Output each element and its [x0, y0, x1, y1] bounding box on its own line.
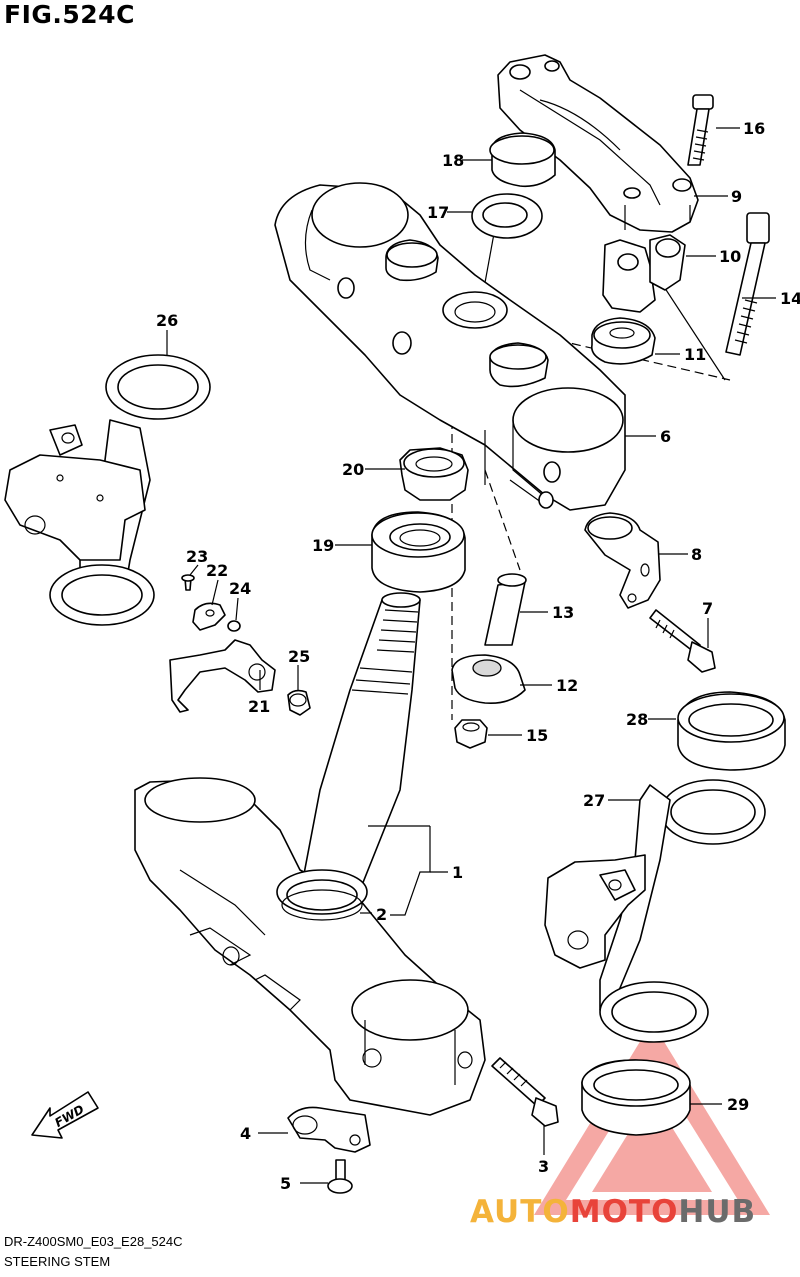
callout-10: 10 — [719, 247, 741, 266]
part-18-cap — [489, 132, 556, 188]
part-22-plate — [192, 602, 226, 631]
part-29-seal — [581, 1059, 691, 1136]
callout-3: 3 — [538, 1157, 549, 1176]
callout-12: 12 — [556, 676, 578, 695]
part-24-nut — [227, 620, 241, 632]
figure-title: FIG.524C — [4, 0, 135, 29]
part-28-seal — [677, 691, 786, 771]
part-26-bracket-left — [4, 354, 211, 626]
watermark-text: AUTOMOTOHUB — [470, 1194, 756, 1230]
callout-4: 4 — [240, 1124, 251, 1143]
callout-16: 16 — [743, 119, 765, 138]
callout-22: 22 — [206, 561, 228, 580]
callout-8: 8 — [691, 545, 702, 564]
callout-13: 13 — [552, 603, 574, 622]
callout-15: 15 — [526, 726, 548, 745]
callout-9: 9 — [731, 187, 742, 206]
part-7-bolt — [649, 609, 716, 673]
part-8-cable-guide — [584, 512, 661, 609]
callout-21: 21 — [248, 697, 270, 716]
part-20-lock-nut — [399, 447, 469, 501]
callout-26: 26 — [156, 311, 178, 330]
part-1-steering-stem — [134, 592, 486, 1116]
part-3-bolt — [491, 1057, 559, 1127]
fwd-arrow: FWD — [31, 1091, 99, 1139]
callout-18: 18 — [442, 151, 464, 170]
part-4-clamp — [287, 1106, 371, 1153]
part-5-screw — [327, 1159, 353, 1194]
callout-14: 14 — [780, 289, 800, 308]
part-25-cap — [287, 689, 311, 716]
callout-27: 27 — [583, 791, 605, 810]
callout-7: 7 — [702, 599, 713, 618]
callout-28: 28 — [626, 710, 648, 729]
part-14-bolt — [725, 212, 770, 356]
callout-25: 25 — [288, 647, 310, 666]
callout-2: 2 — [376, 905, 387, 924]
part-9-handlebar-holder-upper — [497, 54, 699, 233]
callout-19: 19 — [312, 536, 334, 555]
figure-name: STEERING STEM — [4, 1254, 111, 1269]
watermark-moto: MOTO — [569, 1194, 679, 1230]
callout-23: 23 — [186, 547, 208, 566]
part-27-bracket-right — [544, 779, 766, 1043]
callout-6: 6 — [660, 427, 671, 446]
part-11-cushion — [590, 317, 656, 365]
part-23-screw — [181, 574, 195, 591]
callout-29: 29 — [727, 1095, 749, 1114]
part-16-bolt — [687, 94, 714, 166]
watermark-hub: HUB — [678, 1194, 757, 1230]
callout-5: 5 — [280, 1174, 291, 1193]
figure-code: DR-Z400SM0_E03_E28_524C — [4, 1234, 183, 1249]
part-12-rubber — [451, 654, 526, 705]
callout-11: 11 — [684, 345, 706, 364]
callout-17: 17 — [427, 203, 449, 222]
callout-24: 24 — [229, 579, 251, 598]
part-19-bearing — [371, 511, 466, 593]
part-10-handlebar-holder-lower — [602, 234, 686, 313]
part-15-nut — [454, 719, 488, 749]
part-6-upper-bracket — [274, 182, 626, 511]
callout-20: 20 — [342, 460, 364, 479]
callout-1: 1 — [452, 863, 463, 882]
leader-lines — [166, 127, 776, 1184]
part-13-collar — [484, 573, 527, 646]
watermark-auto: AUTO — [470, 1194, 570, 1230]
part-17-washer — [471, 193, 543, 239]
part-21-switch — [169, 639, 276, 713]
part-2-dust-seal — [281, 889, 363, 921]
